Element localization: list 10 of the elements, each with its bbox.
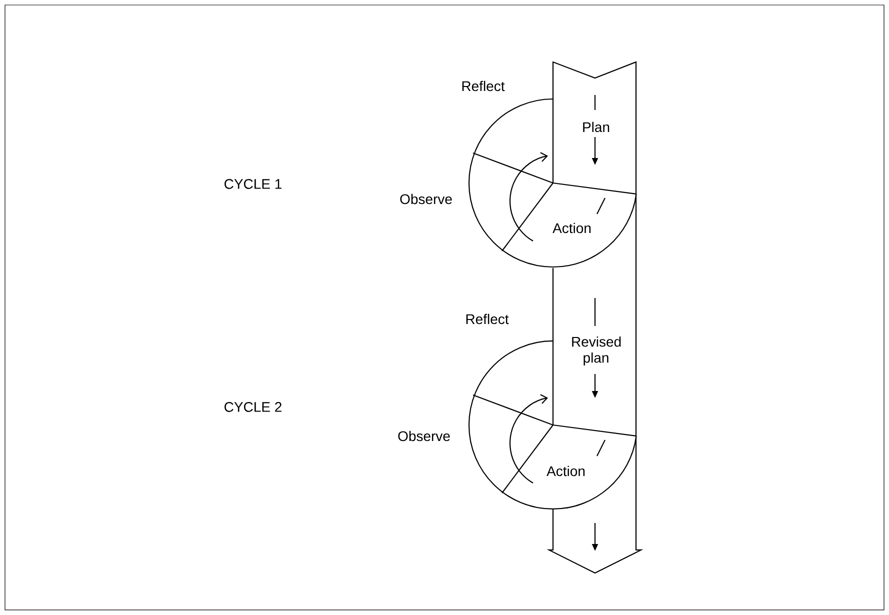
stage-label: Action (552, 222, 591, 234)
cycle-label: CYCLE 1 (224, 179, 282, 189)
stage-label: Reflect (466, 314, 509, 324)
stage-label: Observe (400, 194, 452, 204)
cycle-label: CYCLE 2 (224, 402, 282, 412)
stage-label: Revised plan (572, 336, 621, 366)
stage-label: Reflect (462, 80, 505, 92)
stage-label: Plan (583, 122, 610, 132)
stage-label: Observe (398, 430, 450, 442)
stage-label: Action (546, 466, 585, 476)
